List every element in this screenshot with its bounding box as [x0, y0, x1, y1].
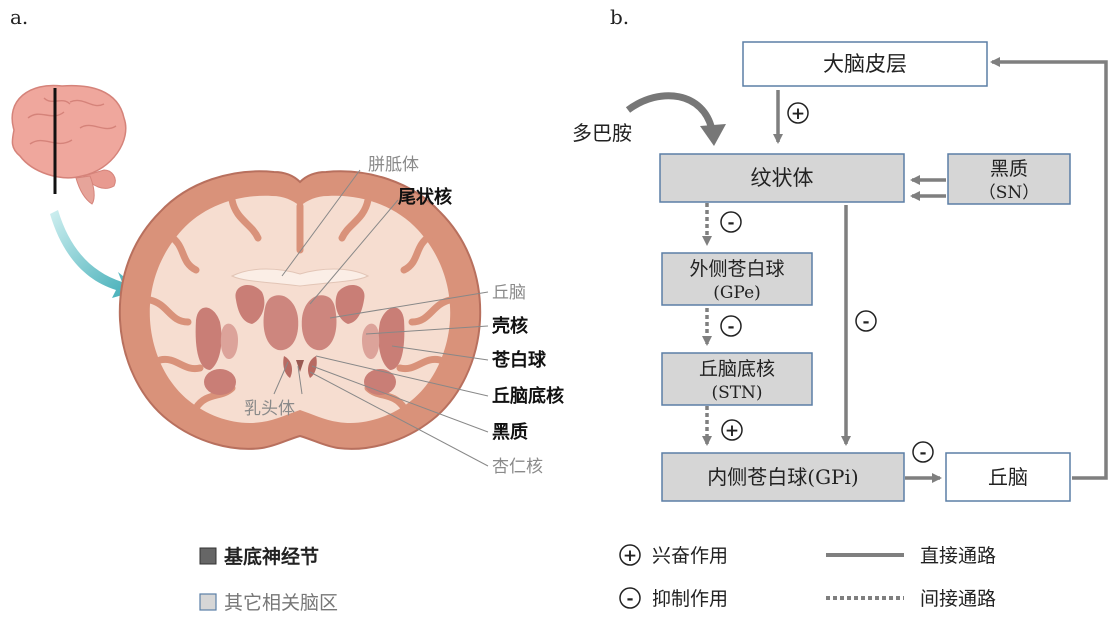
svg-text:+: +: [791, 104, 805, 124]
sign-stn-gpi-plus: +: [721, 419, 743, 441]
legend-other-regions-label: 其它相关脑区: [224, 592, 338, 614]
dopamine-arrow-icon: [625, 92, 716, 131]
node-striatum: 纹状体: [659, 153, 905, 203]
svg-text:外侧苍白球: 外侧苍白球: [689, 258, 784, 280]
svg-text:(STN): (STN): [711, 383, 762, 403]
sign-striatum-gpi-minus: -: [855, 310, 877, 332]
svg-text:内侧苍白球(GPi): 内侧苍白球(GPi): [707, 465, 858, 489]
label-amygdala: 杏仁核: [492, 457, 543, 477]
node-gpe: 外侧苍白球 (GPe): [661, 252, 813, 306]
sign-striatum-gpe-minus: -: [720, 211, 742, 233]
svg-text:直接通路: 直接通路: [920, 545, 996, 567]
legend-basal-ganglia-label: 基底神经节: [223, 545, 319, 568]
svg-text:（SN）: （SN）: [979, 183, 1040, 203]
panel-b-connections: [702, 57, 1108, 483]
svg-text:(GPe): (GPe): [713, 283, 761, 303]
svg-text:丘脑: 丘脑: [988, 465, 1028, 489]
plus-icon: [619, 544, 641, 566]
panel-a-label: a.: [10, 5, 28, 29]
node-gpi: 内侧苍白球(GPi): [661, 452, 905, 502]
sign-gpe-stn-minus: -: [720, 315, 742, 337]
legend-basal-ganglia-swatch: [199, 547, 217, 565]
svg-text:-: -: [727, 213, 734, 233]
svg-text:纹状体: 纹状体: [751, 166, 814, 190]
label-subthalamic-nucleus: 丘脑底核: [492, 385, 564, 407]
label-substantia-nigra: 黑质: [492, 422, 528, 443]
svg-text:-: -: [919, 443, 926, 463]
legend-indirect-pathway: 间接通路: [826, 588, 996, 610]
svg-text:间接通路: 间接通路: [920, 588, 996, 610]
node-thalamus: 丘脑: [945, 452, 1071, 502]
node-substantia-nigra: 黑质 （SN）: [947, 153, 1071, 205]
svg-text:丘脑底核: 丘脑底核: [699, 358, 775, 380]
sign-cortex-striatum-plus: +: [787, 102, 809, 124]
coronal-section: [118, 170, 482, 450]
label-putamen: 壳核: [491, 315, 528, 337]
svg-text:+: +: [725, 421, 739, 441]
svg-text:+: +: [623, 546, 637, 566]
svg-text:-: -: [862, 312, 869, 332]
label-corpus-callosum: 胼胝体: [368, 155, 419, 175]
svg-text:-: -: [727, 317, 734, 337]
edge-thalamus-to-cortex: [990, 57, 1108, 480]
legend-excitatory: + 兴奋作用: [619, 544, 728, 567]
svg-text:抑制作用: 抑制作用: [652, 588, 728, 610]
svg-text:-: -: [626, 589, 633, 609]
panel-a-leader-lines: [273, 169, 489, 467]
sign-gpi-thalamus-minus: -: [912, 441, 934, 463]
minus-icon: [619, 587, 641, 609]
svg-text:黑质: 黑质: [990, 158, 1028, 180]
label-caudate: 尾状核: [398, 186, 452, 208]
small-brain-icon: [11, 84, 127, 205]
legend-direct-pathway: 直接通路: [826, 545, 996, 567]
panel-b-label: b.: [610, 5, 629, 29]
legend-inhibitory: - 抑制作用: [619, 587, 728, 610]
dopamine-label: 多巴胺: [572, 121, 632, 145]
svg-text:大脑皮层: 大脑皮层: [823, 52, 907, 76]
legend-other-regions-swatch: [199, 593, 217, 611]
label-globus-pallidus: 苍白球: [491, 349, 547, 371]
label-thalamus: 丘脑: [492, 283, 526, 303]
svg-text:兴奋作用: 兴奋作用: [652, 545, 728, 567]
label-mammillary-body: 乳头体: [244, 399, 295, 419]
node-stn: 丘脑底核 (STN): [661, 352, 813, 406]
node-cortex: 大脑皮层: [742, 41, 988, 87]
